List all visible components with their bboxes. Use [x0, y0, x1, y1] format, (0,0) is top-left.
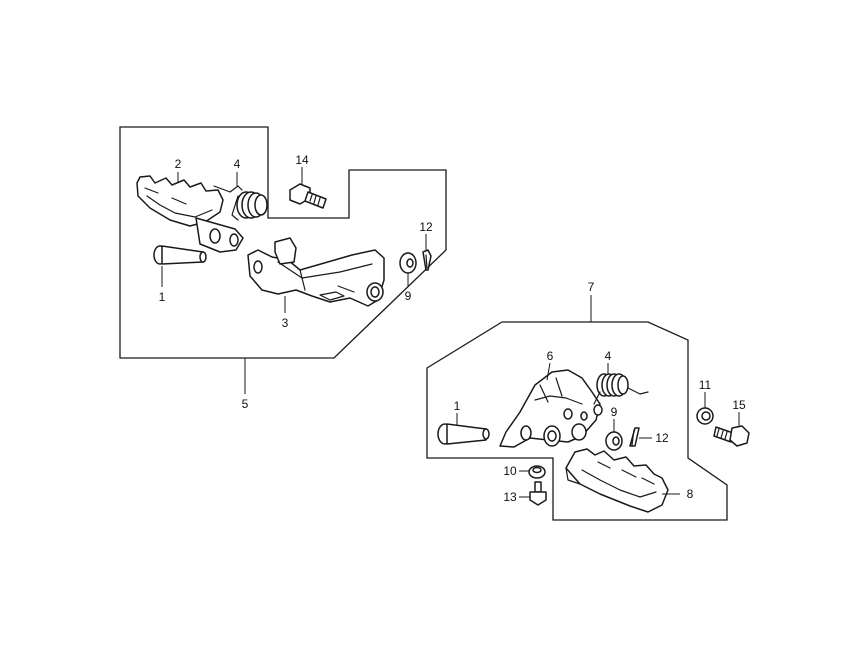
- callout-left-4: 4: [234, 157, 241, 171]
- callout-left-14: 14: [295, 153, 309, 167]
- callout-right-6: 6: [547, 349, 554, 363]
- left-assembly-outline: [119, 126, 447, 359]
- right-footpeg[interactable]: [565, 448, 669, 513]
- callout-right-4: 4: [605, 349, 612, 363]
- callout-right-13: 13: [503, 490, 517, 504]
- right-nut-10[interactable]: [528, 465, 546, 479]
- callout-left-9: 9: [405, 289, 412, 303]
- left-spring[interactable]: [213, 185, 268, 221]
- right-bracket[interactable]: [499, 369, 603, 448]
- callout-left-3: 3: [282, 316, 289, 330]
- callout-right-15: 15: [732, 398, 746, 412]
- left-footpeg[interactable]: [136, 175, 244, 253]
- left-cotter-pin-12[interactable]: [422, 249, 432, 271]
- right-spring[interactable]: [593, 373, 649, 405]
- callout-right-10: 10: [503, 464, 517, 478]
- right-assembly-outline: [426, 321, 728, 521]
- right-cotter-pin-12[interactable]: [629, 427, 640, 447]
- right-assembly: 7 6 4 1 9 12 11 15 10 13 8: [426, 280, 750, 521]
- callout-left-1: 1: [159, 290, 166, 304]
- callout-right-11: 11: [699, 378, 712, 392]
- left-bolt-14[interactable]: [289, 183, 327, 209]
- right-washer-11[interactable]: [696, 407, 714, 425]
- right-bolt-13[interactable]: [529, 481, 547, 506]
- callout-right-7: 7: [588, 280, 595, 294]
- left-bolt-1[interactable]: [153, 245, 207, 265]
- right-washer-9[interactable]: [605, 431, 623, 451]
- callout-left-2: 2: [175, 157, 182, 171]
- callout-right-1: 1: [454, 399, 461, 413]
- callout-left-5: 5: [242, 397, 249, 411]
- right-bolt-15[interactable]: [713, 425, 750, 447]
- left-assembly: 2 4 14 12 1 9 3 5: [119, 126, 447, 411]
- callout-right-9: 9: [611, 405, 618, 419]
- left-washer-9[interactable]: [399, 252, 417, 274]
- left-bracket[interactable]: [247, 237, 385, 307]
- callout-right-8: 8: [687, 487, 694, 501]
- leader-right-6: [546, 362, 551, 381]
- right-bolt-1[interactable]: [437, 423, 490, 445]
- callout-right-12: 12: [655, 431, 669, 445]
- callout-left-12: 12: [419, 220, 433, 234]
